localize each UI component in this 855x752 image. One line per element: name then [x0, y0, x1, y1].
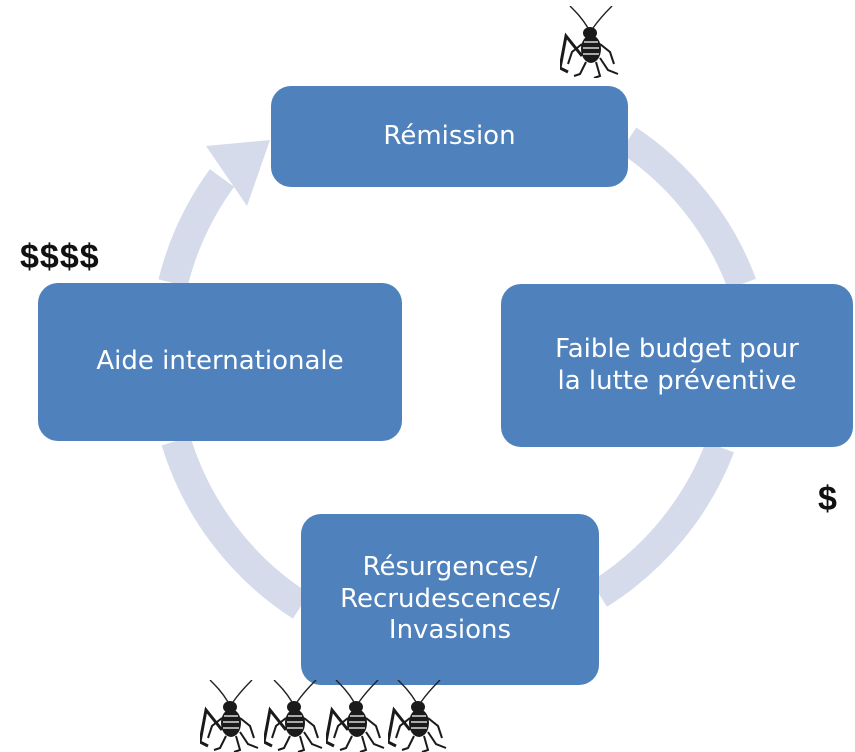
node-remission: Rémission: [271, 86, 628, 187]
arc-right-bottom: [590, 441, 735, 607]
locust-icon: [326, 680, 386, 752]
arc-top-right: [619, 127, 757, 290]
node-outbreaks-label: Résurgences/ Recrudescences/ Invasions: [340, 551, 560, 646]
node-international-aid-label: Aide internationale: [96, 346, 344, 377]
arc-left-top: [158, 169, 235, 287]
money-high-label: $$$$: [20, 238, 100, 276]
locust-icon: [388, 680, 448, 752]
node-low-budget: Faible budget pour la lutte préventive: [501, 284, 853, 447]
node-low-budget-label: Faible budget pour la lutte préventive: [555, 333, 799, 396]
node-remission-label: Rémission: [383, 120, 516, 151]
locust-icon: [560, 6, 620, 78]
locust-icon: [200, 680, 260, 752]
cycle-ring: [158, 127, 757, 619]
node-outbreaks: Résurgences/ Recrudescences/ Invasions: [301, 514, 599, 685]
money-low-label: $: [818, 480, 837, 518]
arc-bottom-left: [161, 436, 310, 619]
arrow-head-icon: [206, 140, 270, 206]
node-international-aid: Aide internationale: [38, 283, 402, 441]
locust-icon: [264, 680, 324, 752]
